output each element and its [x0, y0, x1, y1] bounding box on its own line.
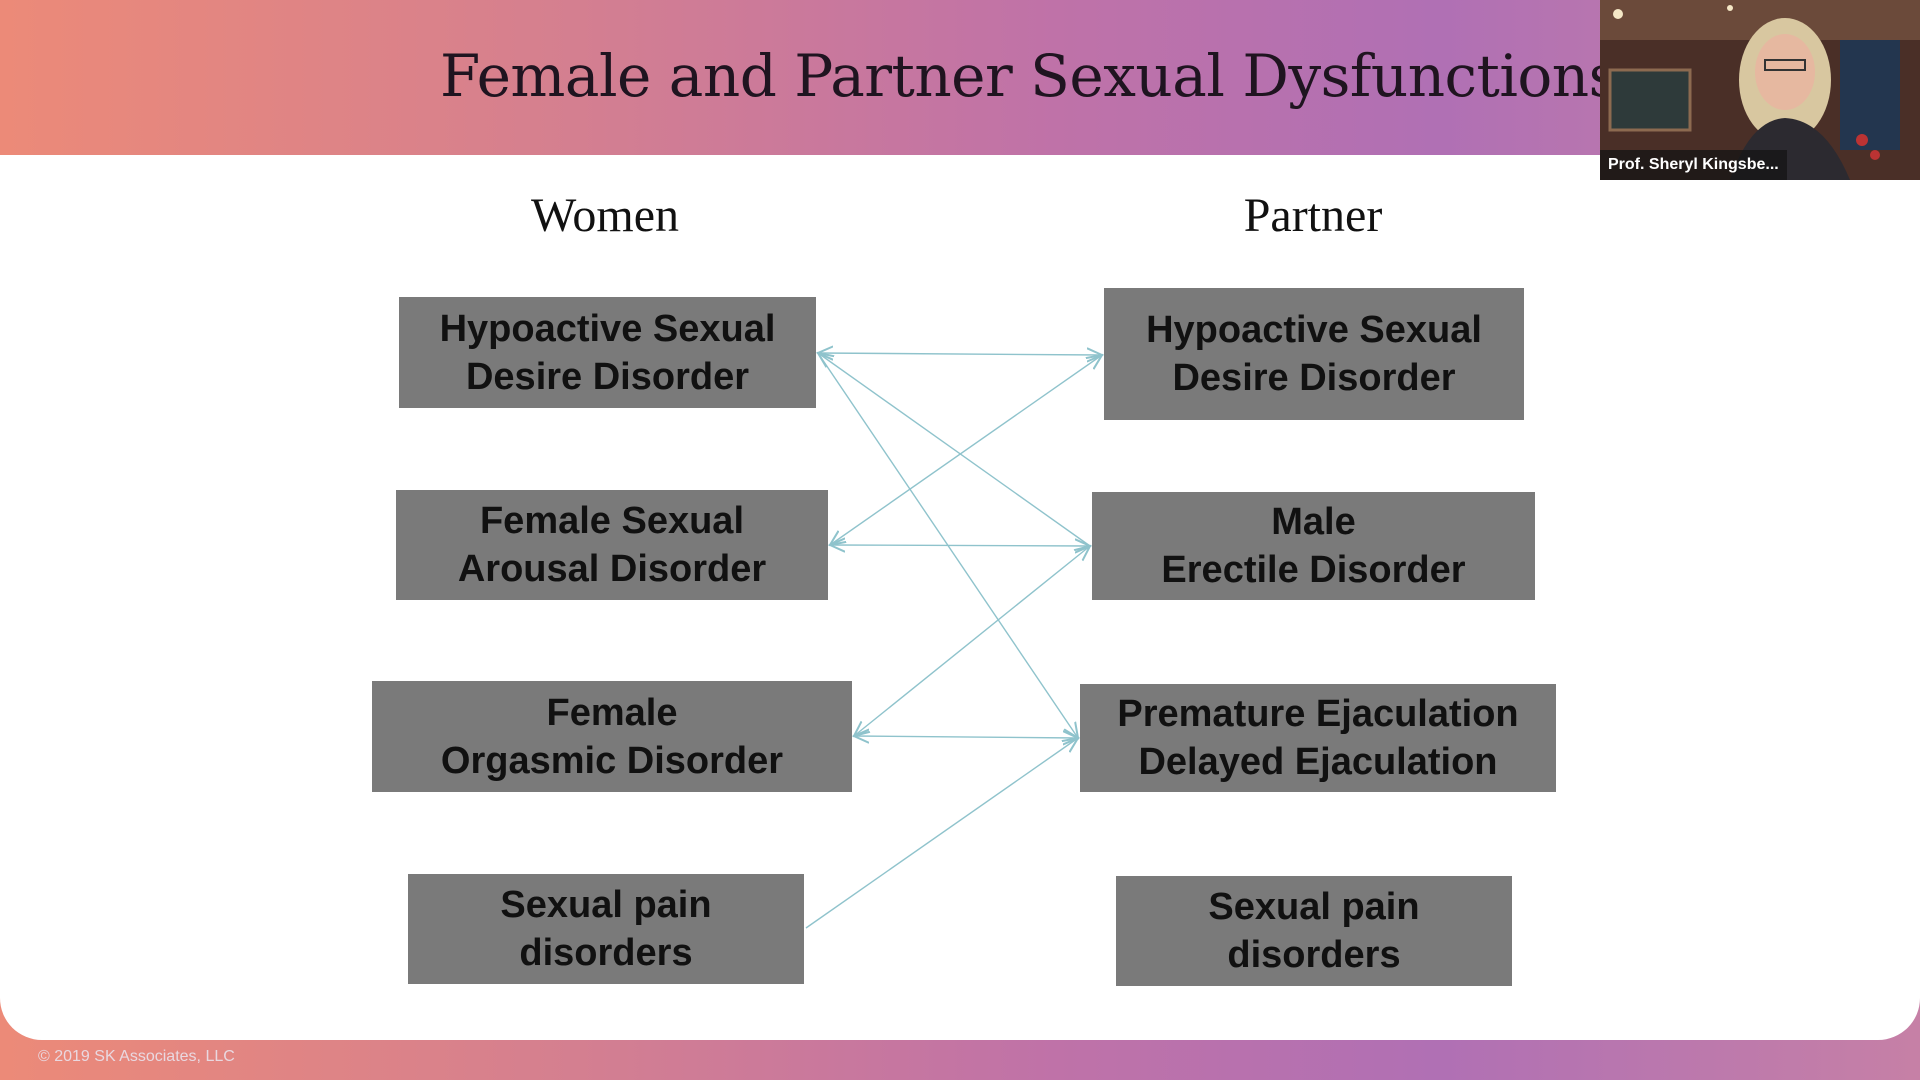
box-label-line: Hypoactive Sexual	[439, 307, 776, 350]
box-label-line: Female	[546, 691, 678, 734]
participant-video-tile[interactable]: Prof. Sheryl Kingsbe...	[1600, 0, 1920, 180]
box-label-line: Orgasmic Disorder	[440, 739, 784, 782]
partner-sexual-pain-box: Sexual pain disorders	[1116, 876, 1512, 986]
women-hypoactive-desire-box: Hypoactive Sexual Desire Disorder	[399, 297, 816, 408]
partner-erectile-disorder-box: Male Erectile Disorder	[1092, 492, 1535, 600]
partner-ejaculation-box: Premature Ejaculation Delayed Ejaculatio…	[1080, 684, 1556, 792]
partner-hypoactive-desire-box: Hypoactive Sexual Desire Disorder	[1104, 288, 1524, 420]
box-label-line: Arousal Disorder	[457, 548, 767, 590]
box-label-line: disorders	[1227, 934, 1401, 976]
slide-title: Female and Partner Sexual Dysfunctions	[440, 42, 1618, 110]
slide-content	[0, 155, 1920, 1040]
box-label-line: Erectile Disorder	[1161, 549, 1466, 591]
box-label-line: Female Sexual	[479, 500, 745, 542]
box-label-line: Sexual pain	[500, 884, 712, 926]
box-label-line: Desire Disorder	[465, 355, 749, 398]
women-arousal-disorder-box: Female Sexual Arousal Disorder	[396, 490, 828, 600]
copyright-footer: © 2019 SK Associates, LLC	[38, 1048, 235, 1065]
box-label-line: Premature Ejaculation	[1117, 693, 1519, 735]
box-label-line: Hypoactive Sexual	[1146, 309, 1482, 351]
slide-title-band: Female and Partner Sexual Dysfunctions	[0, 0, 1920, 155]
women-sexual-pain-box: Sexual pain disorders	[408, 874, 804, 984]
women-orgasmic-disorder-box: Female Orgasmic Disorder	[372, 681, 852, 792]
box-label-line: disorders	[519, 932, 693, 974]
box-label-line: Male	[1271, 501, 1356, 543]
box-label-line: Desire Disorder	[1172, 357, 1456, 399]
box-label-line: Sexual pain	[1208, 886, 1420, 928]
box-label-line: Delayed Ejaculation	[1138, 741, 1498, 783]
participant-name-label: Prof. Sheryl Kingsbe...	[1600, 150, 1787, 180]
women-heading: Women	[530, 189, 680, 242]
partner-heading: Partner	[1243, 189, 1383, 242]
